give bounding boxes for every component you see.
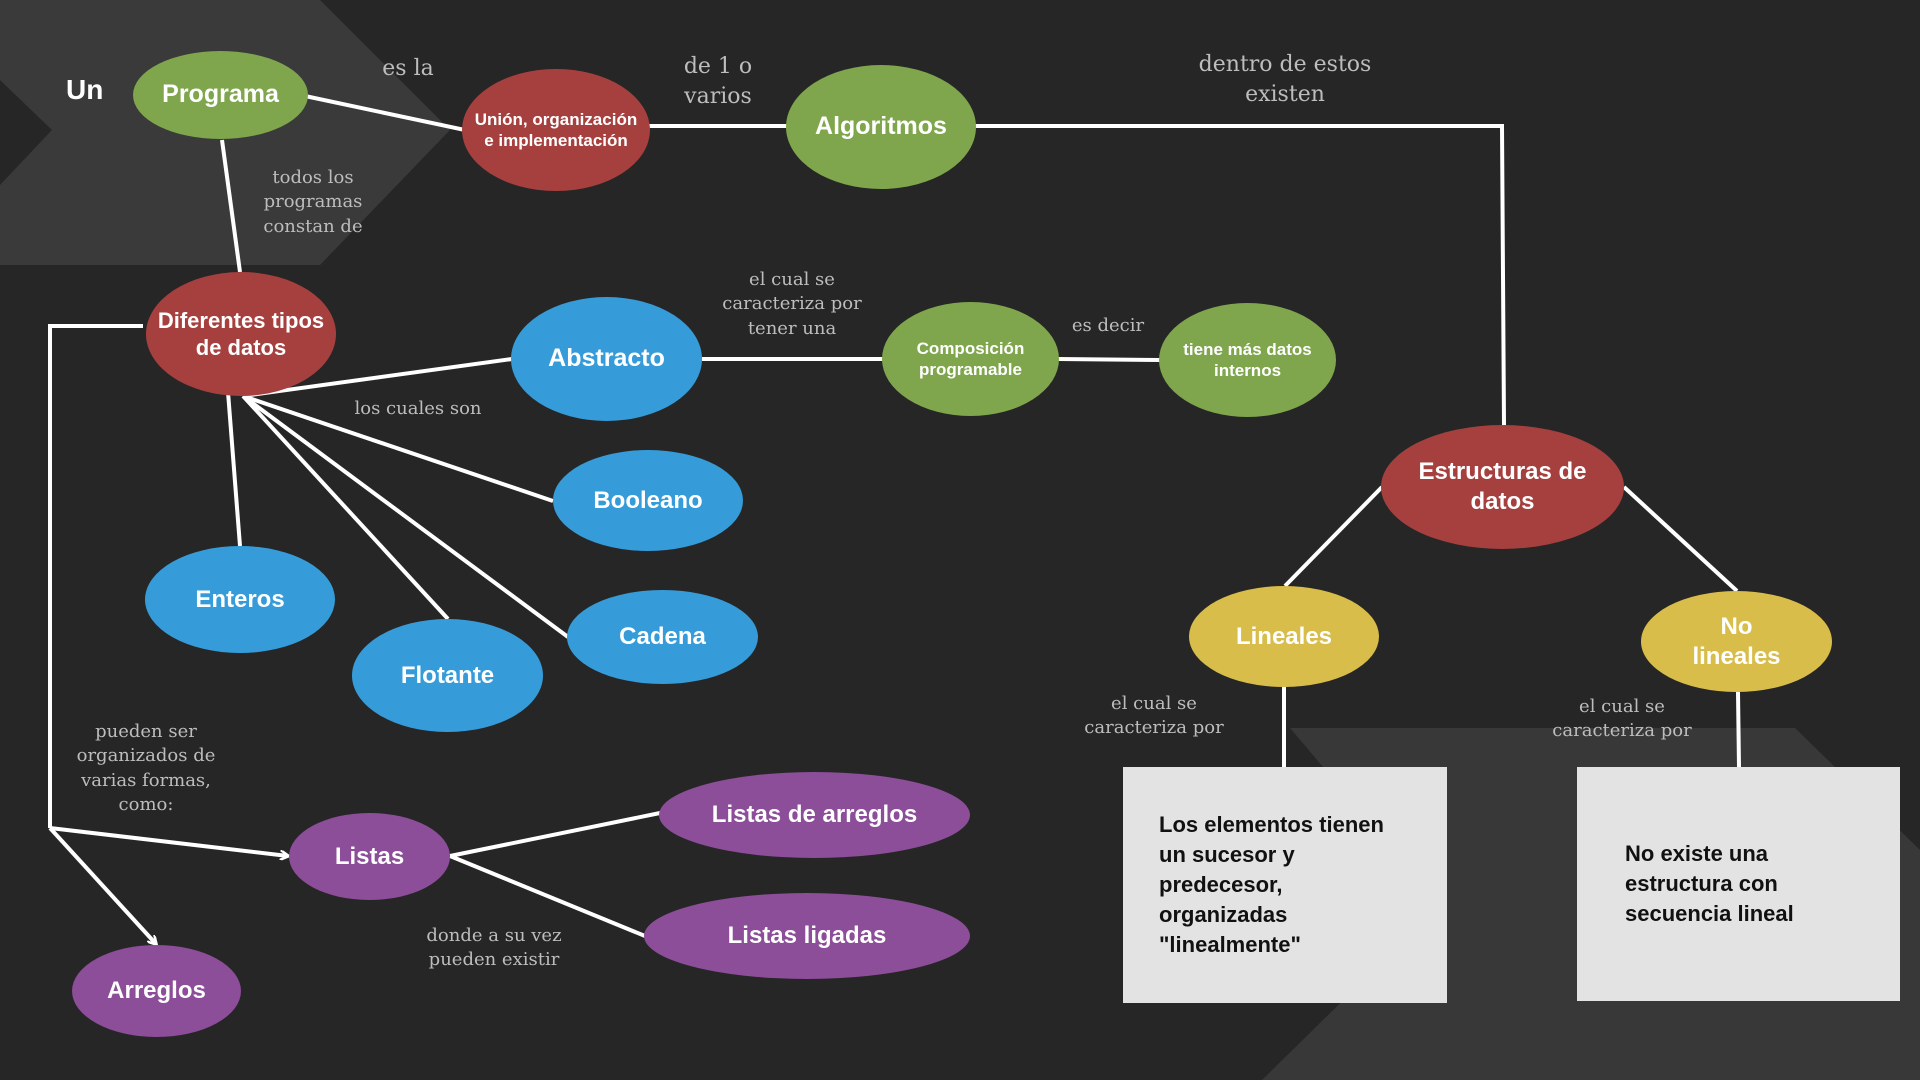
- node-listas: Listas: [289, 813, 450, 900]
- connector-composicion-internos: [1057, 357, 1161, 362]
- connector-tipos-flotante: [241, 394, 450, 621]
- node-flotante: Flotante: [352, 619, 543, 732]
- label-todos-constan: todos los programas constan de: [263, 167, 363, 237]
- label-los-cuales-son: los cuales son: [354, 398, 482, 419]
- label-es-la: es la: [382, 56, 434, 81]
- node-booleano: Booleano: [553, 450, 743, 551]
- node-algoritmos: Algoritmos: [786, 65, 976, 189]
- connector-listas-ligadas: [449, 854, 646, 938]
- connector-no-lineales-box: [1736, 691, 1741, 768]
- connector-tipos-cadena: [241, 394, 570, 639]
- label-el-cual-no-lineales: el cual se caracteriza por: [1552, 696, 1692, 742]
- connector-estructuras-no-lineales: [1622, 485, 1739, 593]
- connector-tipos-abstracto: [242, 357, 513, 398]
- box-lineales-descripcion: Los elementos tienen un sucesor y predec…: [1123, 767, 1447, 1003]
- label-de-1-o-varios: de 1 o varios: [683, 54, 753, 109]
- connector-algoritmos-estructuras: [975, 124, 1506, 426]
- label-dentro-existen: dentro de estos existen: [1198, 52, 1372, 107]
- node-no-lineales: No lineales: [1641, 591, 1832, 692]
- connector-organizacion-arreglos: [48, 826, 156, 944]
- node-composicion: Composición programable: [882, 302, 1059, 416]
- connector-listas-arreglos: [449, 811, 661, 858]
- label-el-cual-lineales: el cual se caracteriza por: [1084, 693, 1224, 739]
- box-no-lineales-descripcion: No existe una estructura con secuencia l…: [1577, 767, 1900, 1001]
- node-union: Unión, organización e implementación: [462, 69, 650, 191]
- node-estructuras: Estructuras de datos: [1381, 425, 1624, 549]
- connector-estructuras-lineales: [1283, 485, 1384, 588]
- connector-tipos-organizacion: [48, 324, 143, 828]
- node-programa: Programa: [133, 51, 308, 139]
- label-el-cual-tener: el cual se caracteriza por tener una: [722, 269, 862, 339]
- connector-tipos-enteros: [226, 391, 242, 547]
- label-es-decir: es decir: [1071, 315, 1145, 336]
- connector-programa-union: [304, 94, 466, 132]
- label-pueden-ser: pueden ser organizados de varias formas,…: [76, 721, 216, 815]
- node-datos-internos: tiene más datos internos: [1159, 303, 1336, 417]
- node-cadena: Cadena: [567, 590, 758, 684]
- connector-organizacion-listas: [49, 826, 288, 856]
- label-donde-existir: donde a su vez pueden existir: [426, 925, 562, 971]
- connector-programa-tipos: [220, 139, 242, 273]
- node-listas-arreglos: Listas de arreglos: [659, 772, 970, 858]
- node-tipos-datos: Diferentes tipos de datos: [146, 272, 336, 396]
- left-notch-shape: [0, 80, 52, 185]
- connector-tipos-booleano: [242, 394, 554, 503]
- node-arreglos: Arreglos: [72, 945, 241, 1037]
- node-lineales: Lineales: [1189, 586, 1379, 687]
- node-enteros: Enteros: [145, 546, 335, 653]
- node-listas-ligadas: Listas ligadas: [644, 893, 970, 979]
- intro-word: Un: [66, 74, 104, 105]
- node-abstracto: Abstracto: [511, 297, 702, 421]
